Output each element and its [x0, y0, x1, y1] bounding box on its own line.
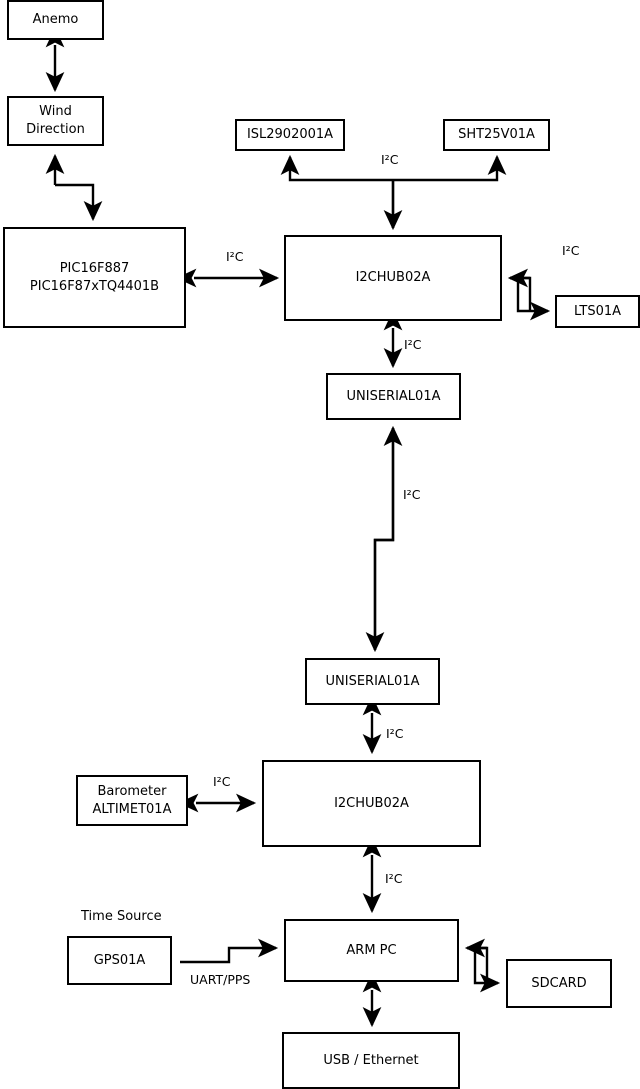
edge-label-uart-pps: UART/PPS [190, 972, 251, 987]
node-arm-pc-label: ARM PC [346, 942, 397, 958]
node-usb-ethernet-label: USB / Ethernet [323, 1052, 419, 1068]
node-anemo[interactable]: Anemo [7, 0, 104, 40]
wire-bus-isl [280, 154, 393, 182]
node-pic-mcu[interactable]: PIC16F887 PIC16F87xTQ4401B [3, 227, 186, 328]
edge-label-i2c-hub-uniserial: I²C [404, 337, 422, 352]
node-isl2902001a[interactable]: ISL2902001A [235, 119, 345, 151]
node-sdcard-label: SDCARD [531, 975, 587, 991]
node-isl2902001a-label: ISL2902001A [246, 127, 334, 143]
node-wind-direction-label: Wind Direction [26, 104, 85, 137]
node-sdcard[interactable]: SDCARD [506, 959, 612, 1008]
node-gps01a-label: GPS01A [93, 952, 146, 968]
edge-label-i2c-pic-hub: I²C [226, 249, 244, 264]
wire-armpc-to-sdcard [473, 948, 501, 993]
wire-wind-pic-elbow [55, 183, 103, 222]
edge-label-i2c-hub-armpc: I²C [385, 871, 403, 886]
label-time-source: Time Source [81, 909, 162, 924]
node-anemo-label: Anemo [32, 12, 79, 28]
node-barometer-altimet01a[interactable]: Barometer ALTIMET01A [76, 775, 188, 826]
node-i2chub02a-bottom-label: I2CHUB02A [334, 795, 409, 811]
node-usb-ethernet[interactable]: USB / Ethernet [282, 1032, 460, 1089]
wire-sdcard-elbow-in [467, 946, 489, 983]
wire-bus-sht [393, 154, 507, 182]
node-sht25v01a[interactable]: SHT25V01A [443, 119, 550, 151]
node-lts01a-label: LTS01A [573, 303, 622, 319]
node-i2chub02a-top-label: I2CHUB02A [355, 270, 431, 286]
node-i2chub02a-bottom[interactable]: I2CHUB02A [262, 760, 481, 847]
node-uniserial01a-top-label: UNISERIAL01A [346, 388, 441, 404]
node-i2chub02a-top[interactable]: I2CHUB02A [284, 235, 502, 321]
node-pic-mcu-label: PIC16F887 PIC16F87xTQ4401B [29, 260, 160, 294]
wire-gps-armpc [180, 938, 279, 964]
node-arm-pc[interactable]: ARM PC [284, 919, 459, 982]
node-lts01a[interactable]: LTS01A [555, 295, 640, 328]
wire-uniserial-long-link [373, 425, 403, 650]
node-uniserial01a-top[interactable]: UNISERIAL01A [326, 373, 461, 420]
node-gps01a[interactable]: GPS01A [67, 936, 172, 985]
node-sht25v01a-label: SHT25V01A [458, 127, 535, 143]
edge-label-i2c-sensor-bus: I²C [381, 152, 399, 167]
wire-hub-to-lts [516, 278, 551, 321]
wire-uniserial-long-link-down [365, 428, 395, 653]
edge-label-i2c-uniserial-hub: I²C [386, 726, 404, 741]
node-wind-direction[interactable]: Wind Direction [7, 96, 104, 146]
node-barometer-altimet01a-label: Barometer ALTIMET01A [92, 783, 172, 817]
edge-label-i2c-uniserial-link: I²C [403, 487, 421, 502]
node-uniserial01a-bottom[interactable]: UNISERIAL01A [305, 658, 440, 705]
edge-label-i2c-barometer-hub: I²C [213, 774, 231, 789]
wire-lts-elbow-in [510, 276, 532, 311]
edge-label-i2c-hub-lts: I²C [562, 243, 580, 258]
node-uniserial01a-bottom-label: UNISERIAL01A [325, 673, 420, 689]
